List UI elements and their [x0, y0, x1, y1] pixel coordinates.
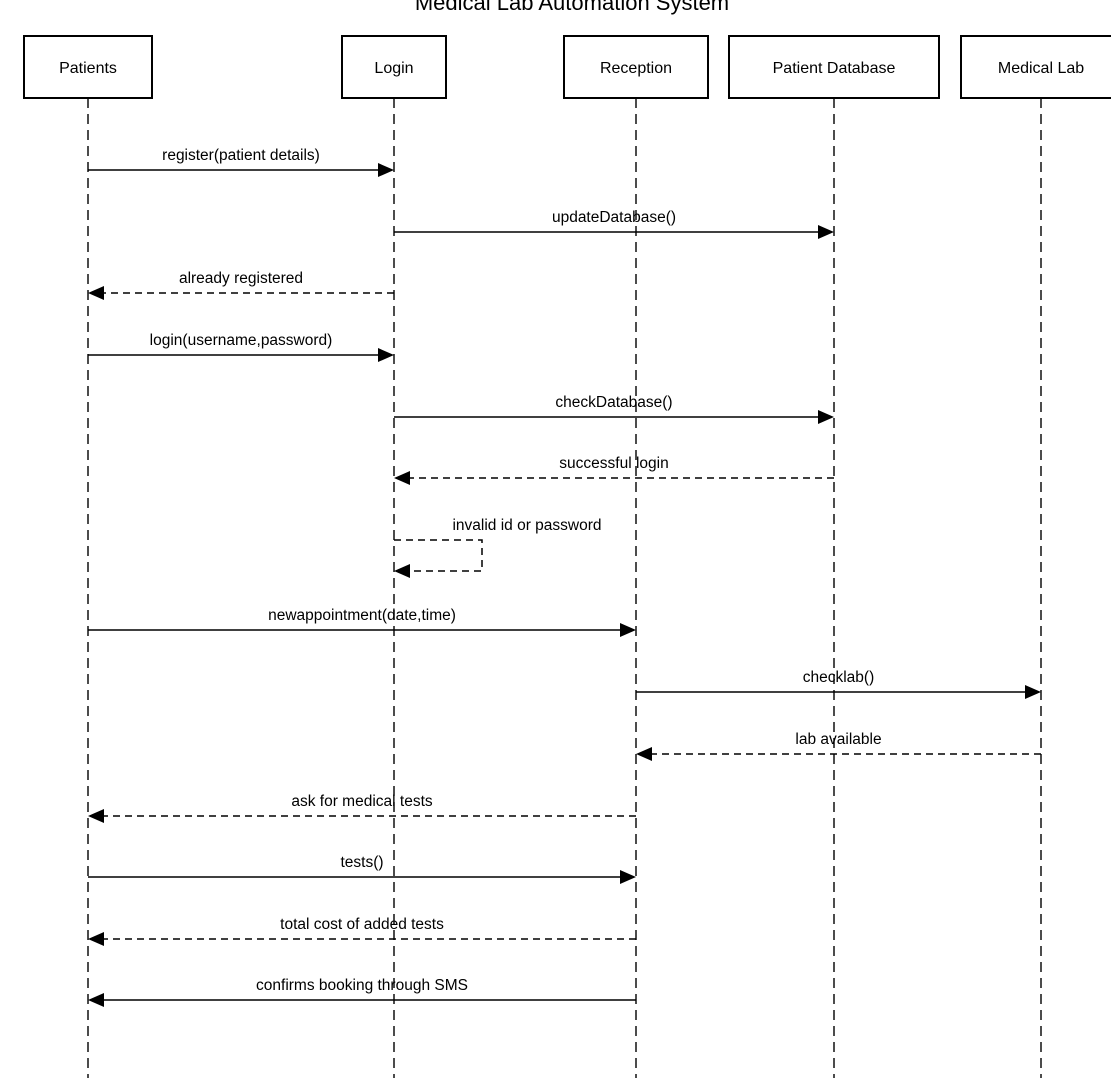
message-1[interactable]: register(patient details)	[88, 147, 394, 177]
message-label: updateDatabase()	[552, 209, 676, 226]
message-14[interactable]: confirms booking through SMS	[88, 977, 636, 1007]
participant-box	[563, 35, 709, 99]
participant-box	[728, 35, 940, 99]
message-10[interactable]: lab available	[636, 731, 1041, 761]
arrowhead	[394, 471, 410, 485]
participant-box	[341, 35, 447, 99]
message-label: ask for medical tests	[291, 793, 433, 810]
arrowhead	[818, 225, 834, 239]
message-8[interactable]: newappointment(date,time)	[88, 607, 636, 637]
participant-patients[interactable]: Patients	[23, 35, 153, 99]
participant-box	[960, 35, 1111, 99]
message-label: confirms booking through SMS	[256, 977, 468, 994]
arrowhead	[88, 932, 104, 946]
arrowhead	[636, 747, 652, 761]
message-5[interactable]: checkDatabase()	[394, 394, 834, 424]
arrowhead	[88, 286, 104, 300]
message-label: tests()	[340, 854, 383, 871]
participant-label: Login	[374, 60, 413, 77]
message-2[interactable]: updateDatabase()	[394, 209, 834, 239]
message-label: invalid id or password	[452, 517, 601, 534]
message-label: lab available	[795, 731, 881, 748]
message-3[interactable]: already registered	[88, 270, 394, 300]
arrowhead	[378, 163, 394, 177]
arrowhead	[620, 623, 636, 637]
message-label: login(username,password)	[150, 332, 333, 349]
participant-label: Medical Lab	[998, 60, 1084, 77]
message-label: already registered	[179, 270, 303, 287]
arrowhead	[1025, 685, 1041, 699]
message-6[interactable]: successful login	[394, 455, 834, 485]
message-label: checkDatabase()	[555, 394, 672, 411]
message-label: register(patient details)	[162, 147, 320, 164]
message-label: successful login	[559, 455, 668, 472]
participant-patient-db[interactable]: Patient Database	[728, 35, 940, 99]
arrowhead	[620, 870, 636, 884]
participant-login[interactable]: Login	[341, 35, 447, 99]
message-12[interactable]: tests()	[88, 854, 636, 884]
arrowhead	[818, 410, 834, 424]
message-label: total cost of added tests	[280, 916, 444, 933]
arrowhead	[88, 993, 104, 1007]
diagram-title: Medical Lab Automation System	[415, 0, 729, 15]
arrowhead	[88, 809, 104, 823]
arrowhead	[394, 564, 410, 578]
message-7[interactable]: invalid id or password	[394, 517, 602, 578]
message-label: checklab()	[803, 669, 875, 686]
participant-label: Reception	[600, 60, 672, 77]
participant-medical-lab[interactable]: Medical Lab	[960, 35, 1111, 99]
message-11[interactable]: ask for medical tests	[88, 793, 636, 823]
participant-label: Patients	[59, 60, 117, 77]
participant-box	[23, 35, 153, 99]
participant-reception[interactable]: Reception	[563, 35, 709, 99]
message-label: newappointment(date,time)	[268, 607, 456, 624]
message-9[interactable]: checklab()	[636, 669, 1041, 699]
participant-label: Patient Database	[773, 60, 896, 77]
message-13[interactable]: total cost of added tests	[88, 916, 636, 946]
message-4[interactable]: login(username,password)	[88, 332, 394, 362]
arrowhead	[378, 348, 394, 362]
